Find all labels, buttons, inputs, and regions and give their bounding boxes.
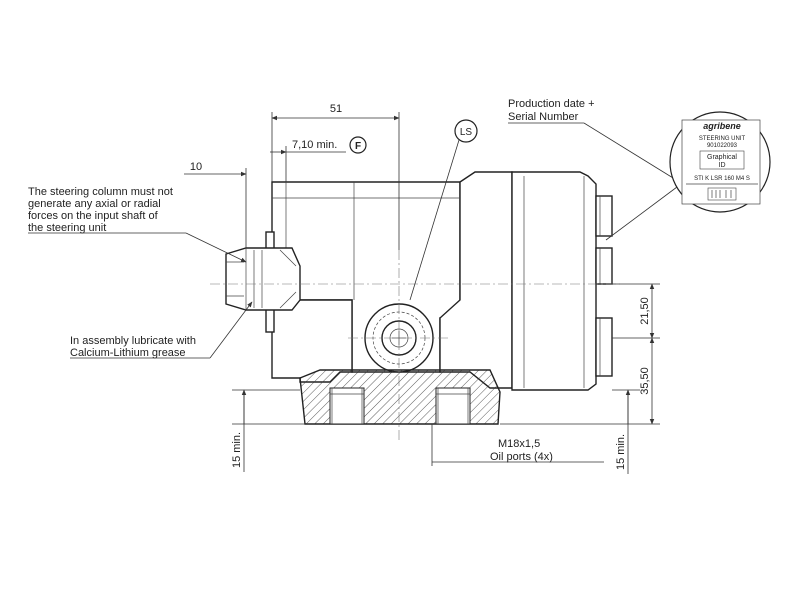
label-graphical-line1: Graphical — [707, 154, 737, 161]
dimension-35-50: 35,50 — [500, 337, 660, 425]
oil-ports-line1: M18x1,5 — [498, 438, 540, 450]
dimension-21-50-value: 21,50 — [639, 297, 651, 325]
steering-column-note: The steering column must not generate an… — [28, 186, 247, 263]
label-line2: 901022093 — [707, 143, 738, 149]
ls-callout: LS — [409, 119, 478, 301]
steering-note-line4: the steering unit — [28, 222, 106, 234]
steering-unit-body — [271, 171, 613, 391]
label-barcode — [707, 187, 737, 201]
label-line1: STEERING UNIT — [699, 136, 746, 142]
dimension-10-value: 10 — [190, 161, 202, 173]
lubricate-line2: Calcium-Lithium grease — [70, 347, 186, 359]
f-symbol: F — [355, 141, 361, 152]
dimension-35-50-value: 35,50 — [639, 367, 651, 395]
dimension-7-10: 7,10 min. F — [270, 136, 367, 182]
dimension-51: 51 — [271, 103, 400, 250]
oil-ports-line2: Oil ports (4x) — [490, 451, 553, 463]
label-line3: STI K LSR 160 M4 S — [694, 176, 750, 182]
oil-ports-section — [299, 369, 501, 425]
dimension-7-10-value: 7,10 min. — [292, 139, 337, 151]
steering-note-line1: The steering column must not — [28, 186, 173, 198]
dimension-15-right-value: 15 min. — [615, 434, 627, 470]
dimension-21-50: 21,50 — [612, 283, 660, 339]
product-label: agribene STEERING UNIT 901022093 Graphic… — [605, 111, 771, 241]
dimension-51-value: 51 — [330, 103, 342, 115]
oil-ports-callout: M18x1,5 Oil ports (4x) — [431, 424, 604, 466]
production-line2: Serial Number — [508, 111, 579, 123]
lubricate-line1: In assembly lubricate with — [70, 335, 196, 347]
steering-note-line3: forces on the input shaft of — [28, 210, 159, 222]
label-graphical-line2: ID — [719, 162, 726, 169]
production-date-callout: Production date + Serial Number — [508, 98, 713, 203]
input-shaft — [225, 231, 301, 333]
label-brand: agribene — [703, 121, 741, 131]
lubricate-note: In assembly lubricate with Calcium-Lithi… — [70, 301, 253, 359]
production-line1: Production date + — [508, 98, 595, 110]
f-symbol-circle — [349, 136, 367, 154]
dimension-15-right: 15 min. — [612, 389, 640, 474]
steering-note-line2: generate any axial or radial — [28, 198, 161, 210]
dimension-10: 10 — [184, 161, 247, 248]
dimension-15-left-value: 15 min. — [231, 432, 243, 468]
ls-symbol: LS — [460, 127, 473, 138]
dimension-15-left: 15 min. — [231, 389, 305, 472]
